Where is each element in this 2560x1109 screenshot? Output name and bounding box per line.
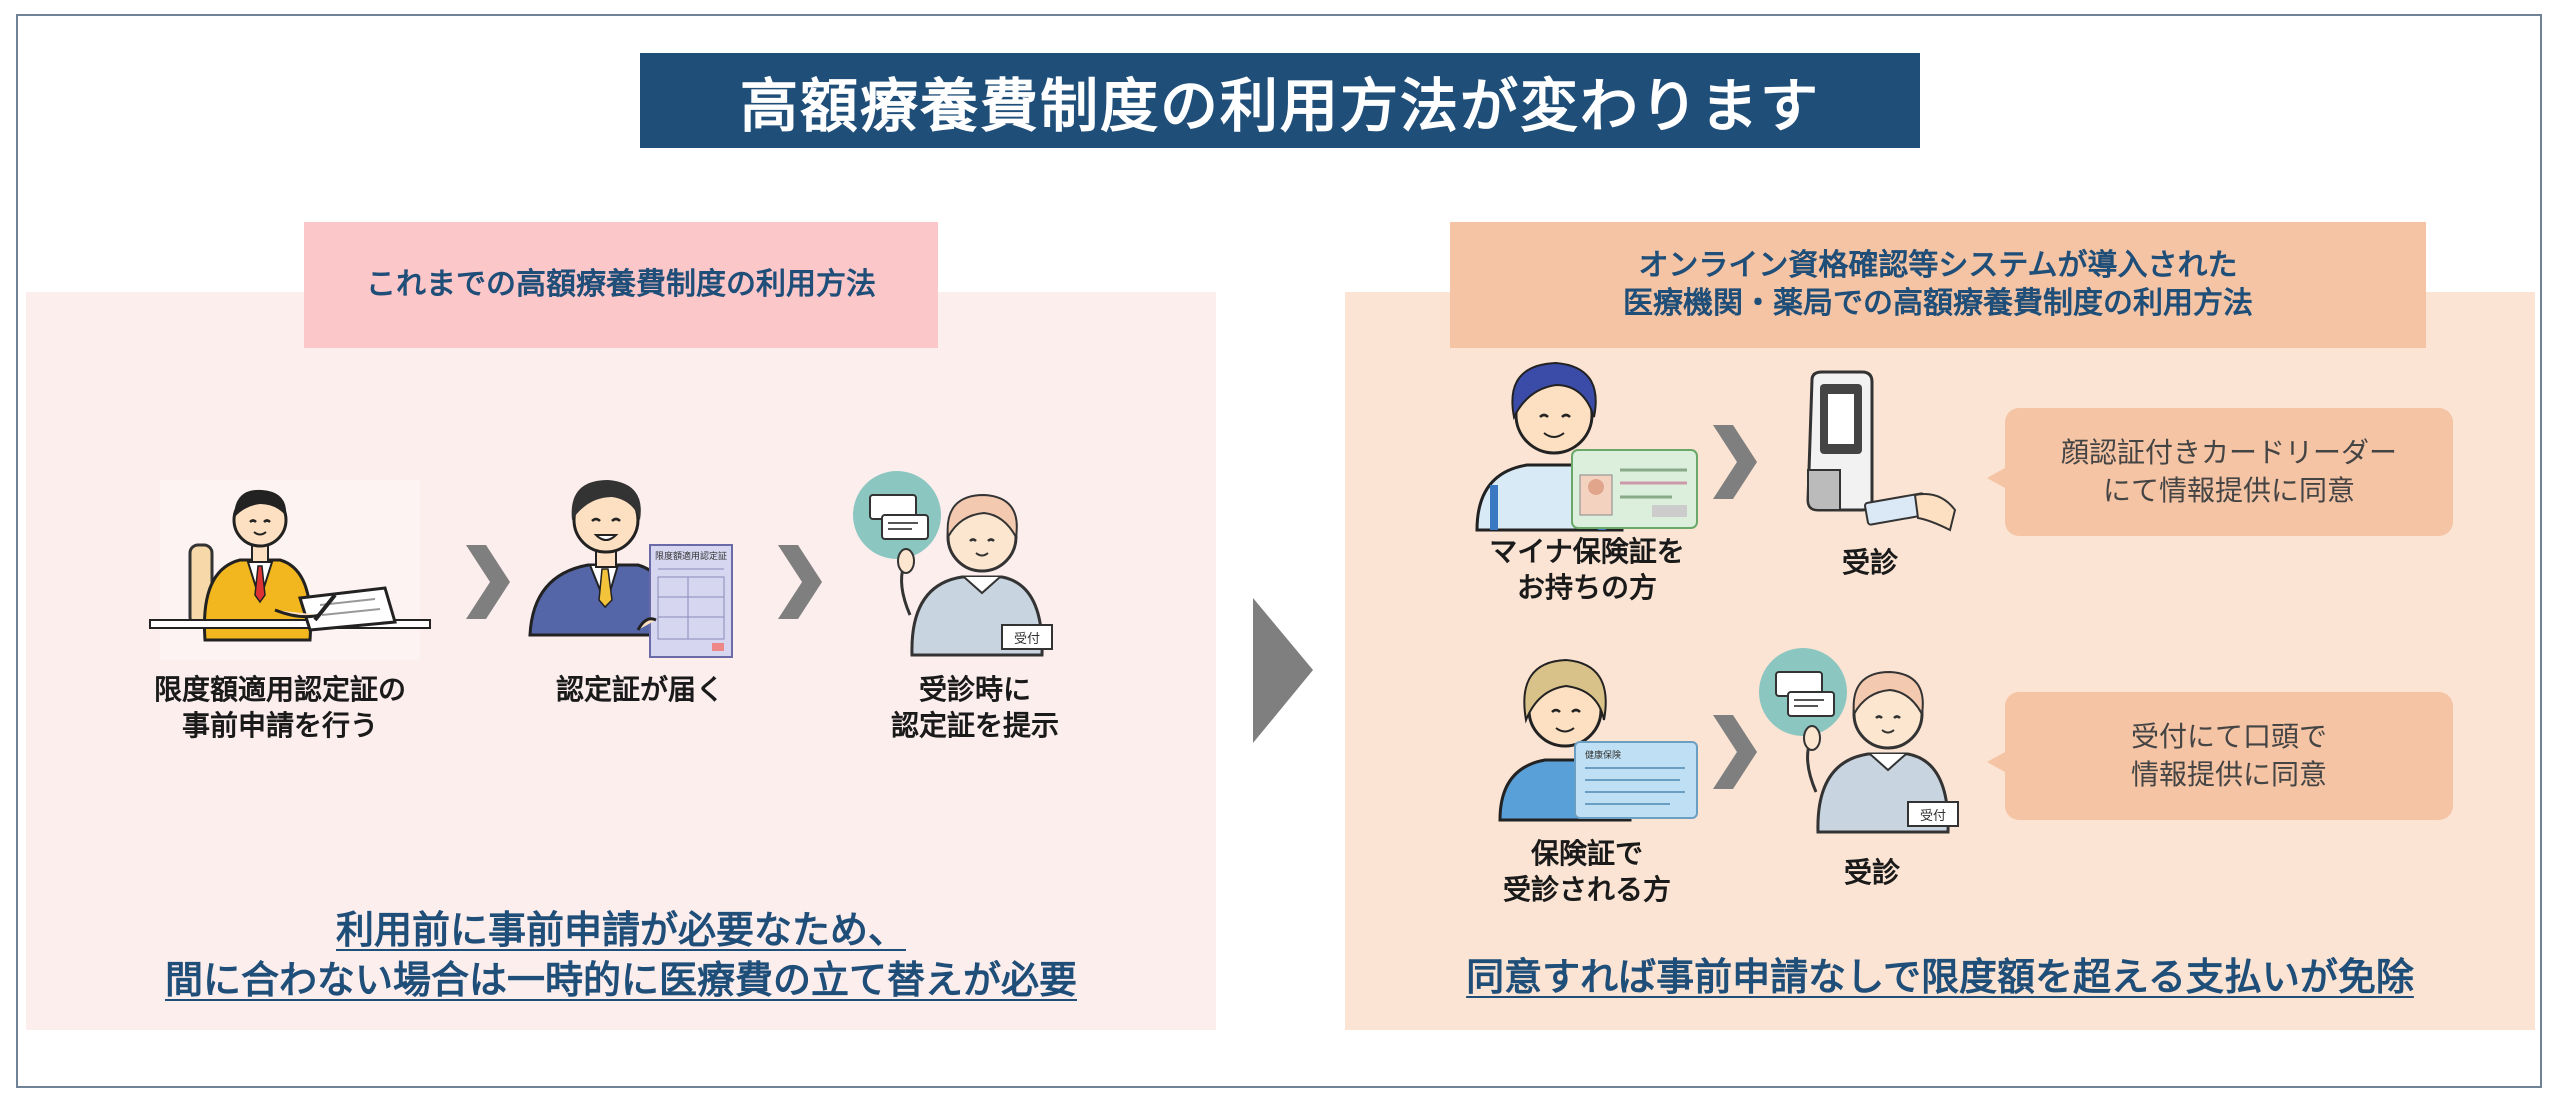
chevron-right-icon — [1713, 715, 1757, 789]
chevron-right-icon — [778, 545, 822, 619]
receptionist-illustration: 受付 — [853, 471, 1053, 657]
row2-action-label: 受診 — [1843, 856, 1900, 889]
insurance-card-person-illustration: 健康保険 — [1498, 658, 1698, 822]
row1-consent-text: 顔認証付きカードリーダー にて情報提供に同意 — [2060, 436, 2397, 507]
chevron-right-icon — [1713, 425, 1757, 499]
row1-consent-bubble: 顔認証付きカードリーダー にて情報提供に同意 — [1987, 408, 2453, 536]
page-title: 高額療養費制度の利用方法が変わります — [640, 53, 1920, 148]
right-panel-tab: オンライン資格確認等システムが導入された 医療機関・薬局での高額療養費制度の利用… — [1450, 222, 2426, 348]
row2-person-label: 保険証で 受診される方 — [1502, 837, 1671, 906]
right-summary-text: 同意すれば事前申請なしで限度額を超える支払いが免除 — [1466, 955, 2414, 999]
left-summary-line2: 間に合わない場合は一時的に医療費の立て替えが必要 — [164, 958, 1077, 1002]
receptionist-illustration: 受付 — [1759, 648, 1959, 834]
writing-person-illustration — [149, 480, 431, 660]
right-summary: 同意すれば事前申請なしで限度額を超える支払いが免除 — [1345, 952, 2535, 1002]
left-panel — [26, 292, 1216, 1030]
certificate-heading: 限度額適用認定証 — [655, 550, 727, 562]
row1-action-label: 受診 — [1841, 546, 1898, 579]
row2-consent-text: 受付にて口頭で 情報提供に同意 — [2130, 720, 2327, 791]
counter-sign-text: 受付 — [1014, 632, 1040, 647]
step-label-arrive: 認定証が届く — [555, 673, 724, 706]
chevron-right-icon — [466, 545, 510, 619]
left-summary-line1: 利用前に事前申請が必要なため、 — [335, 908, 906, 952]
step-label-present: 受診時に 認定証を提示 — [890, 673, 1059, 742]
row2-consent-bubble: 受付にて口頭で 情報提供に同意 — [1987, 692, 2453, 820]
insurance-card-heading: 健康保険 — [1585, 749, 1621, 761]
step-label-apply: 限度額適用認定証の 事前申請を行う — [153, 673, 406, 742]
counter-sign-text: 受付 — [1920, 809, 1946, 824]
outer-frame — [16, 14, 2542, 1088]
mynumber-card-person-illustration — [1475, 361, 1698, 532]
right-tab-line2: 医療機関・薬局での高額療養費制度の利用方法 — [1623, 286, 2253, 321]
transition-arrow-icon — [1253, 598, 1313, 743]
right-tab-line1: オンライン資格確認等システムが導入された — [1638, 248, 2238, 283]
row1-person-label: マイナ保険証を お持ちの方 — [1489, 535, 1685, 604]
left-panel-tab: これまでの高額療養費制度の利用方法 — [304, 222, 938, 348]
certificate-holder-illustration: 限度額適用認定証 — [528, 480, 733, 658]
card-reader-illustration — [1806, 370, 1957, 532]
left-summary: 利用前に事前申請が必要なため、 間に合わない場合は一時的に医療費の立て替えが必要 — [26, 905, 1216, 1005]
